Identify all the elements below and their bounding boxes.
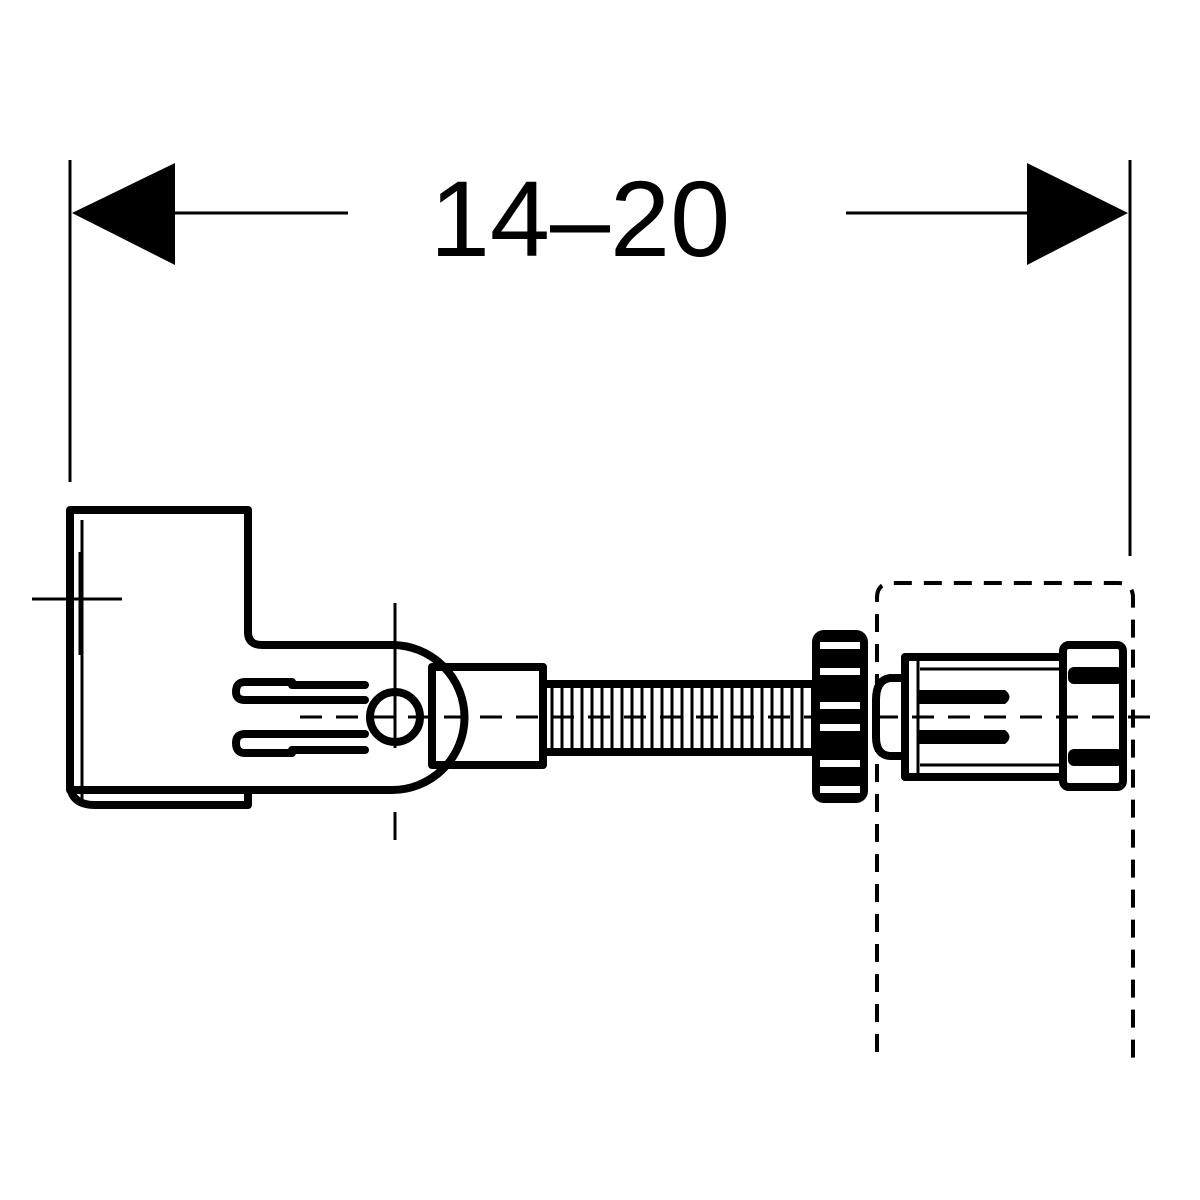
nut-knurl bbox=[820, 760, 860, 767]
nut-knurl bbox=[820, 642, 860, 649]
arrowhead-left-icon bbox=[72, 163, 175, 265]
arrowhead-right-icon bbox=[1027, 163, 1128, 265]
nut-knurl bbox=[820, 702, 860, 709]
dimension-annotation: 14–20 bbox=[68, 158, 1132, 556]
wall-outline bbox=[875, 581, 1135, 1060]
nut-knurl bbox=[820, 668, 860, 675]
anchor-plug bbox=[872, 641, 1127, 791]
nut-knurl bbox=[820, 724, 860, 731]
mounting-bracket bbox=[32, 506, 469, 840]
dimension-label: 14–20 bbox=[430, 158, 730, 279]
nut-knurl bbox=[820, 786, 860, 793]
